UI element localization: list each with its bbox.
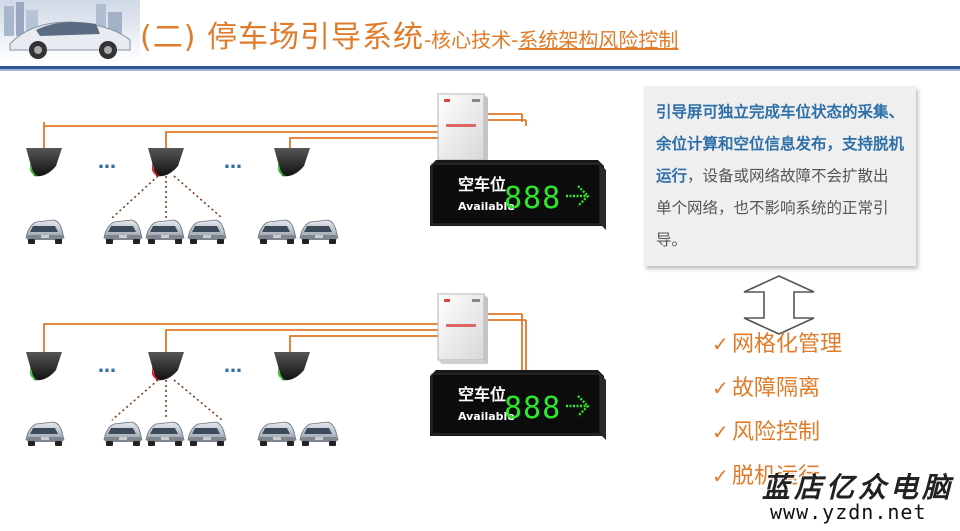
sensor-top-3: [274, 148, 310, 177]
sensor-bottom-3: [274, 352, 310, 381]
feature-label: 网格化管理: [732, 332, 843, 357]
feature-list: ✓网格化管理 ✓故障隔离 ✓风险控制 ✓脱机运行: [712, 326, 842, 502]
watermark-url: www.yzdn.net: [770, 500, 927, 524]
network-group-bottom: … … 空车位 Available 888: [25, 293, 607, 447]
description-bold-text: 引导屏可独立完成车位状态的采集、余位计算和空位信息发布，支持脱机运行: [656, 103, 905, 185]
cars-bottom: [25, 421, 339, 447]
feature-label: 脱机运行: [732, 464, 821, 489]
header-banner: (二) 停车场引导系统-核心技术-系统架构风险控制: [0, 0, 960, 74]
title-sub-risk-control: 系统架构风险控制: [518, 28, 679, 52]
architecture-diagram: … … 空车位 Available 888: [25, 93, 607, 447]
sensor-top-1: [26, 148, 62, 177]
feature-item-risk-control: ✓风险控制: [712, 414, 842, 458]
cars-top: [25, 219, 339, 245]
display-digits-top: 888: [504, 181, 561, 216]
feature-label: 风险控制: [732, 420, 821, 445]
feature-label: 故障隔离: [732, 376, 821, 401]
controller-panel-bottom: [437, 293, 489, 365]
coverage-lines-bottom: [111, 379, 223, 421]
check-icon: ✓: [712, 464, 729, 488]
header-divider: [0, 66, 960, 71]
title-sub-core-tech: 核心技术: [431, 28, 512, 52]
cable-lines-top: [43, 113, 527, 148]
watermark-name: 蓝店亿众电脑: [762, 471, 955, 504]
sensor-top-2: [148, 148, 184, 177]
sensor-bottom-1: [26, 352, 62, 381]
led-display-bottom: 空车位 Available 888: [429, 369, 607, 441]
ellipsis-top-1: …: [98, 152, 116, 173]
feature-item-grid-management: ✓网格化管理: [712, 326, 842, 370]
double-arrow-icon: [743, 275, 815, 335]
title-separator-1: -: [423, 28, 432, 52]
check-icon: ✓: [712, 332, 729, 356]
page-title: (二) 停车场引导系统-核心技术-系统架构风险控制: [140, 12, 678, 56]
description-box: 引导屏可独立完成车位状态的采集、余位计算和空位信息发布，支持脱机运行，设备或网络…: [644, 86, 916, 266]
check-icon: ✓: [712, 376, 729, 400]
controller-panel-top: [437, 93, 489, 165]
coverage-lines-top: [111, 175, 223, 219]
display-label-en-bottom: Available: [458, 410, 515, 423]
title-main: (二) 停车场引导系统: [140, 20, 424, 55]
ellipsis-bottom-1: …: [98, 356, 116, 377]
led-arrow-icon: [566, 185, 590, 207]
network-group-top: … … 空车位 Available 888: [25, 93, 607, 245]
led-arrow-icon: [566, 395, 590, 417]
cable-lines-bottom: [43, 313, 527, 370]
feature-item-offline-operation: ✓脱机运行: [712, 458, 842, 502]
display-label-cn-top: 空车位: [458, 175, 506, 194]
led-display-top: 空车位 Available 888: [429, 159, 607, 231]
display-label-cn-bottom: 空车位: [458, 385, 506, 404]
ellipsis-bottom-2: …: [224, 356, 242, 377]
sensor-bottom-2: [148, 352, 184, 381]
ellipsis-top-2: …: [224, 152, 242, 173]
car-logo-icon: [0, 0, 140, 62]
description-normal-text: ，设备或网络故障不会扩散出单个网络，也不影响系统的正常引导。: [656, 167, 889, 249]
check-icon: ✓: [712, 420, 729, 444]
feature-item-fault-isolation: ✓故障隔离: [712, 370, 842, 414]
title-separator-2: -: [511, 28, 519, 52]
display-digits-bottom: 888: [504, 391, 561, 426]
display-label-en-top: Available: [458, 200, 515, 213]
